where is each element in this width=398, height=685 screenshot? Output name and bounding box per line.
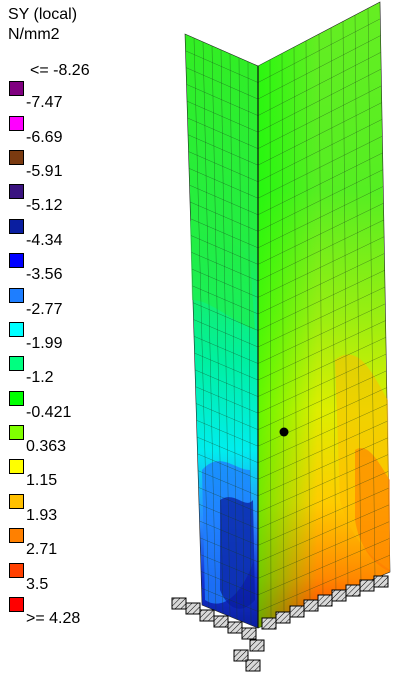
legend-value-5: -3.56 bbox=[26, 266, 63, 283]
legend-swatch-12 bbox=[9, 494, 24, 509]
support-box bbox=[261, 617, 277, 630]
support-box bbox=[317, 594, 333, 607]
support-box bbox=[227, 621, 243, 634]
support-box bbox=[331, 589, 347, 602]
legend-value-0: -7.47 bbox=[26, 94, 63, 111]
stress-legend: SY (local) N/mm2 <= -8.26 -7.47 -6.69 -5… bbox=[0, 0, 150, 680]
support-box bbox=[359, 579, 375, 592]
legend-value-11: 1.15 bbox=[26, 472, 58, 489]
legend-value-6: -2.77 bbox=[26, 301, 63, 318]
support-box bbox=[199, 609, 215, 622]
legend-swatch-2 bbox=[9, 150, 24, 165]
legend-swatch-10 bbox=[9, 425, 24, 440]
node-marker bbox=[279, 427, 289, 437]
support-box bbox=[245, 659, 261, 672]
legend-swatch-11 bbox=[9, 459, 24, 474]
support-box bbox=[303, 599, 319, 612]
legend-swatch-0 bbox=[9, 81, 24, 96]
support-box bbox=[213, 615, 229, 628]
legend-swatch-1 bbox=[9, 116, 24, 131]
legend-value-14: 3.5 bbox=[26, 576, 49, 593]
legend-bottom-label: >= 4.28 bbox=[26, 610, 81, 627]
legend-swatch-6 bbox=[9, 288, 24, 303]
legend-swatch-8 bbox=[9, 356, 24, 371]
legend-title: SY (local) bbox=[8, 6, 78, 23]
support-box bbox=[185, 602, 201, 615]
legend-value-12: 1.93 bbox=[26, 507, 58, 524]
legend-unit: N/mm2 bbox=[8, 26, 60, 43]
legend-value-8: -1.2 bbox=[26, 369, 54, 386]
legend-value-9: -0.421 bbox=[26, 404, 72, 421]
legend-swatch-3 bbox=[9, 184, 24, 199]
legend-swatch-7 bbox=[9, 322, 24, 337]
legend-value-7: -1.99 bbox=[26, 335, 63, 352]
legend-swatch-14 bbox=[9, 563, 24, 578]
legend-swatch-5 bbox=[9, 253, 24, 268]
legend-value-1: -6.69 bbox=[26, 129, 63, 146]
legend-value-13: 2.71 bbox=[26, 541, 58, 558]
legend-value-3: -5.12 bbox=[26, 197, 63, 214]
support-box bbox=[249, 639, 265, 652]
legend-swatch-9 bbox=[9, 391, 24, 406]
support-box bbox=[345, 584, 361, 597]
support-box bbox=[275, 611, 291, 624]
legend-value-10: 0.363 bbox=[26, 438, 67, 455]
support-box bbox=[289, 605, 305, 618]
legend-swatch-13 bbox=[9, 528, 24, 543]
support-box bbox=[241, 627, 257, 640]
support-box bbox=[171, 597, 187, 610]
legend-swatch-15 bbox=[9, 597, 24, 612]
stress-contour-model bbox=[150, 0, 398, 680]
support-box bbox=[233, 649, 249, 662]
legend-top-label: <= -8.26 bbox=[30, 62, 90, 79]
legend-value-2: -5.91 bbox=[26, 163, 63, 180]
legend-swatch-4 bbox=[9, 219, 24, 234]
legend-value-4: -4.34 bbox=[26, 232, 63, 249]
support-box bbox=[373, 575, 389, 588]
